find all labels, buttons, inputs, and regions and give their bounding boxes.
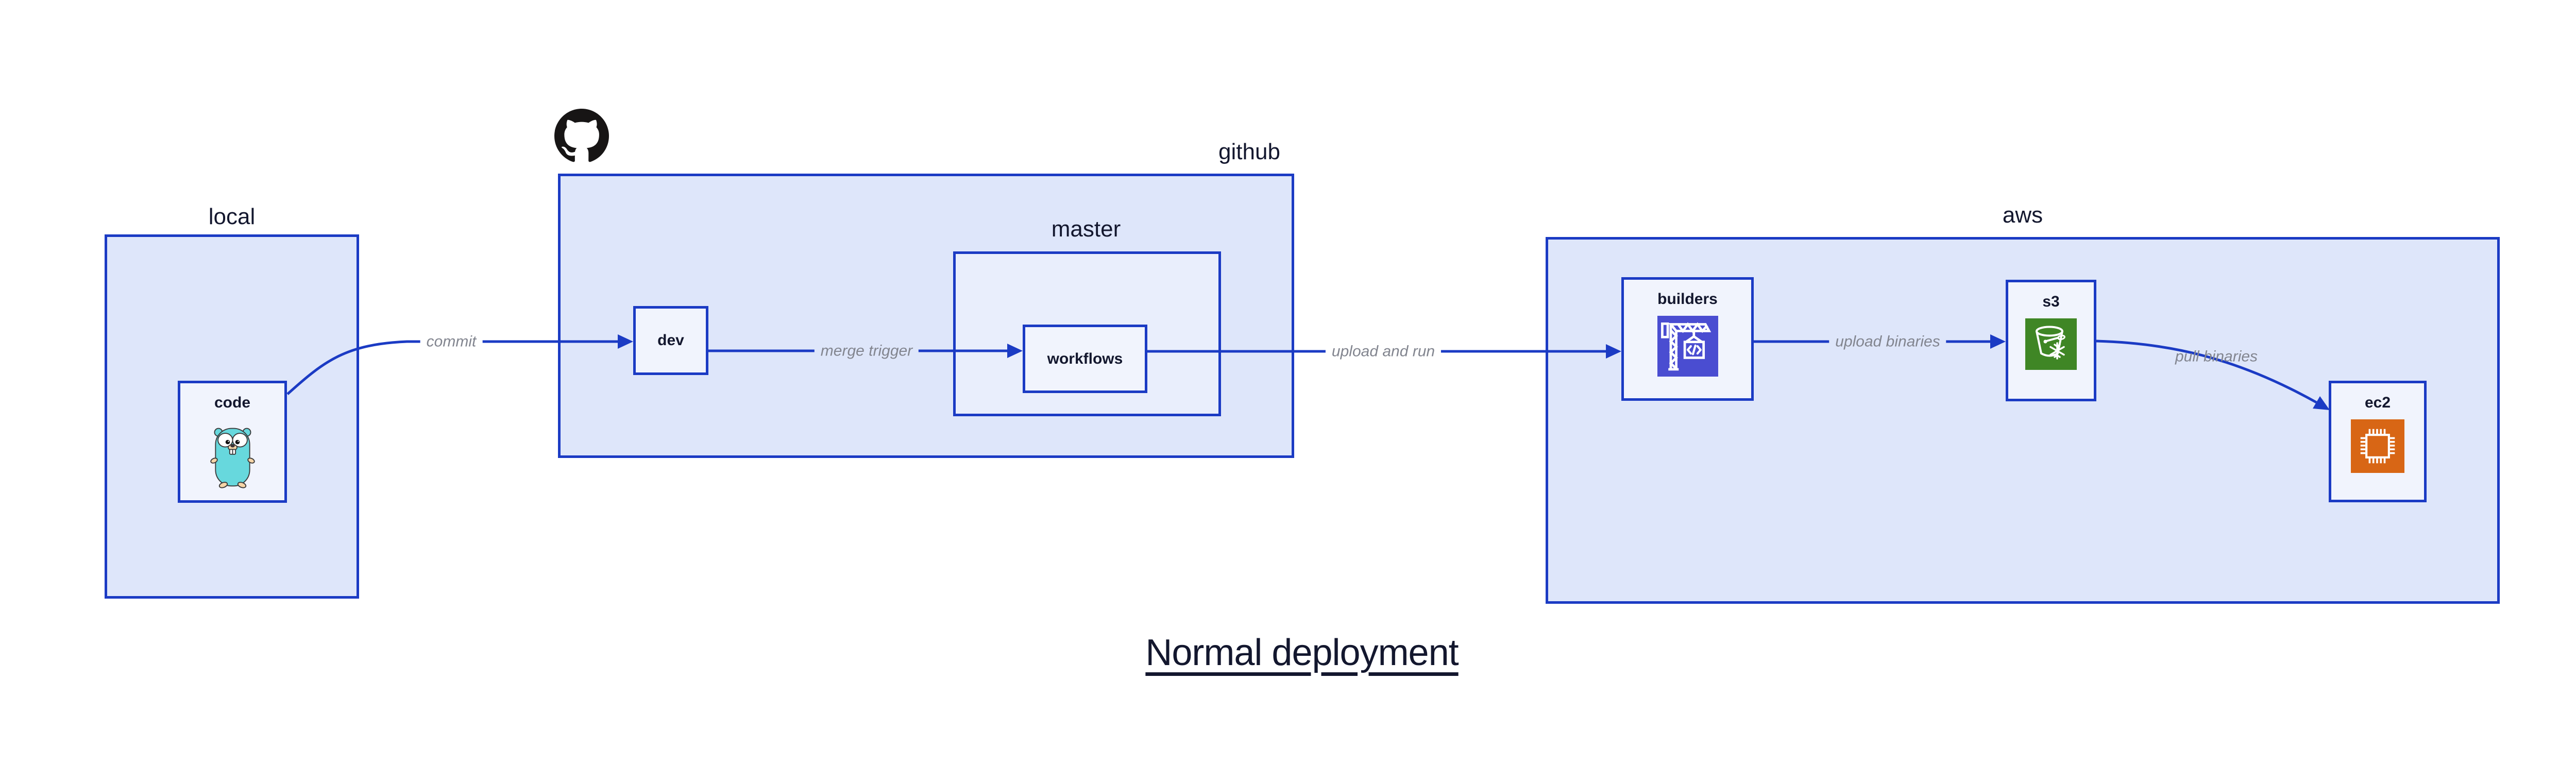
group-label-aws: aws	[2002, 202, 2043, 228]
edge-label-upload-binaries: upload binaries	[1829, 332, 1946, 351]
go-gopher-icon	[208, 425, 257, 491]
edge-label-commit: commit	[420, 332, 483, 351]
node-code: code	[178, 381, 287, 503]
node-dev: dev	[633, 306, 708, 375]
diagram-title: Normal deployment	[1145, 632, 1459, 673]
node-workflows: workflows	[1023, 325, 1147, 393]
group-label-github: github	[1218, 139, 1280, 164]
node-ec2-label: ec2	[2364, 394, 2391, 411]
edge-label-merge-trigger: merge trigger	[814, 341, 919, 361]
group-label-master: master	[1051, 216, 1121, 242]
codebuild-crane-icon	[1657, 316, 1718, 377]
node-builders-label: builders	[1657, 291, 1718, 308]
edge-label-pull-binaries: pull binaries	[2175, 348, 2258, 365]
node-s3-label: s3	[2042, 293, 2060, 310]
node-ec2: ec2	[2329, 381, 2427, 502]
edge-label-upload-and-run: upload and run	[1325, 342, 1442, 361]
node-dev-label: dev	[657, 332, 684, 349]
s3-bucket-icon	[2025, 318, 2077, 370]
node-builders: builders	[1621, 277, 1754, 401]
ec2-chip-icon	[2351, 419, 2404, 473]
node-s3: s3	[2006, 280, 2096, 401]
group-label-local: local	[208, 204, 256, 229]
node-code-label: code	[214, 394, 251, 411]
node-workflows-label: workflows	[1047, 350, 1123, 367]
github-octocat-icon	[554, 109, 609, 166]
